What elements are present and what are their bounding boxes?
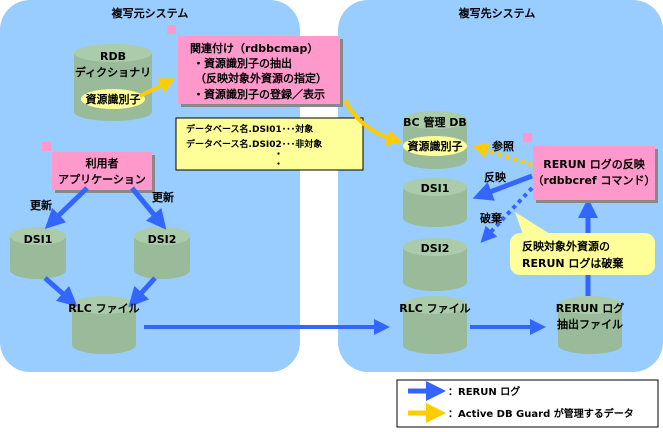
box-marker — [167, 25, 176, 34]
rlc-file-cylinder — [403, 296, 467, 354]
dsi1-label: DSI1 — [421, 182, 450, 195]
legend-rerun-label: ：RERUN ログ — [448, 385, 520, 398]
rerun-file-line2: 抽出ファイル — [557, 317, 623, 331]
callout — [510, 233, 655, 275]
update-arrow-left — [44, 186, 89, 229]
resource-id-flow-arrow — [343, 99, 403, 146]
dsi1-cylinder — [403, 178, 467, 227]
bc-db-label: BC 管理 DB — [403, 115, 467, 129]
user-app-box — [52, 152, 152, 190]
note-line: データベース名.DSI02･･･非対象 — [186, 138, 322, 150]
rlc-file-cylinder — [72, 296, 136, 354]
dsi2-label: DSI2 — [421, 242, 450, 255]
rerun-file-cylinder — [558, 296, 622, 354]
legend-data-label: ：Active DB Guard が管理するデータ — [448, 407, 634, 420]
rdbbcmap-box — [178, 36, 340, 104]
update-label: 更新 — [30, 198, 52, 212]
rlc-file-label: RLC ファイル — [68, 302, 139, 315]
dsi2-label: DSI2 — [148, 233, 177, 246]
rlc-file-label: RLC ファイル — [399, 302, 470, 315]
dsi2-cylinder — [134, 227, 190, 279]
rerun-file-line1: RERUN ログ — [556, 301, 624, 315]
user-app-line2: アプリケーション — [58, 172, 146, 186]
target-system-title: 複写先システム — [458, 6, 536, 20]
rerun-arrow — [43, 276, 78, 307]
rdbbcmap-line: ・資源識別子の登録／表示 — [193, 87, 325, 101]
note-line: ・ — [274, 150, 283, 160]
resource-id-ellipse — [403, 136, 467, 156]
discard-label: 破棄 — [480, 211, 503, 225]
dsi1-label: DSI1 — [24, 233, 53, 246]
note-line: ・ — [274, 160, 283, 170]
user-app-line1: 利用者 — [86, 156, 119, 170]
rdb-resource-id: 資源識別子 — [86, 92, 141, 106]
reference-arrow — [472, 142, 533, 167]
note-box — [175, 117, 364, 171]
box-marker — [523, 133, 532, 142]
box-marker — [42, 142, 51, 151]
reference-label: 参照 — [492, 139, 514, 153]
rdbbcref-box — [533, 146, 655, 200]
source-system-title: 複写元システム — [111, 6, 189, 20]
rdbbcref-line1: RERUN ログの反映 — [543, 157, 645, 171]
note-line: データベース名.DSI01･･･対象 — [186, 123, 313, 135]
bc-resource-id: 資源識別子 — [408, 139, 463, 153]
resource-id-ellipse — [81, 89, 145, 109]
reflect-label: 反映 — [484, 170, 507, 184]
reflect-arrow — [472, 173, 533, 201]
dsi1-cylinder — [10, 227, 66, 279]
rerun-arrow — [128, 276, 157, 308]
dsi2-cylinder — [403, 238, 467, 291]
rdbbcmap-line: （反映対象外資源の指定） — [195, 71, 327, 85]
update-arrow-right — [130, 186, 167, 230]
callout-line2: RERUN ログは破棄 — [522, 256, 624, 270]
rdbbcmap-line: 関連付け（rdbbcmap） — [190, 41, 318, 55]
rdb-dictionary-label: ディクショナリ — [75, 65, 151, 79]
rdb-label: RDB — [100, 50, 126, 63]
discard-arrow — [480, 186, 534, 243]
update-label: 更新 — [152, 190, 174, 204]
rdbbcmap-line: ・資源識別子の抽出 — [193, 56, 292, 70]
rdbbcref-line2: （rdbbcref コマンド） — [532, 174, 655, 187]
resource-id-arrow — [139, 78, 176, 98]
callout-line1: 反映対象外資源の — [522, 239, 610, 253]
